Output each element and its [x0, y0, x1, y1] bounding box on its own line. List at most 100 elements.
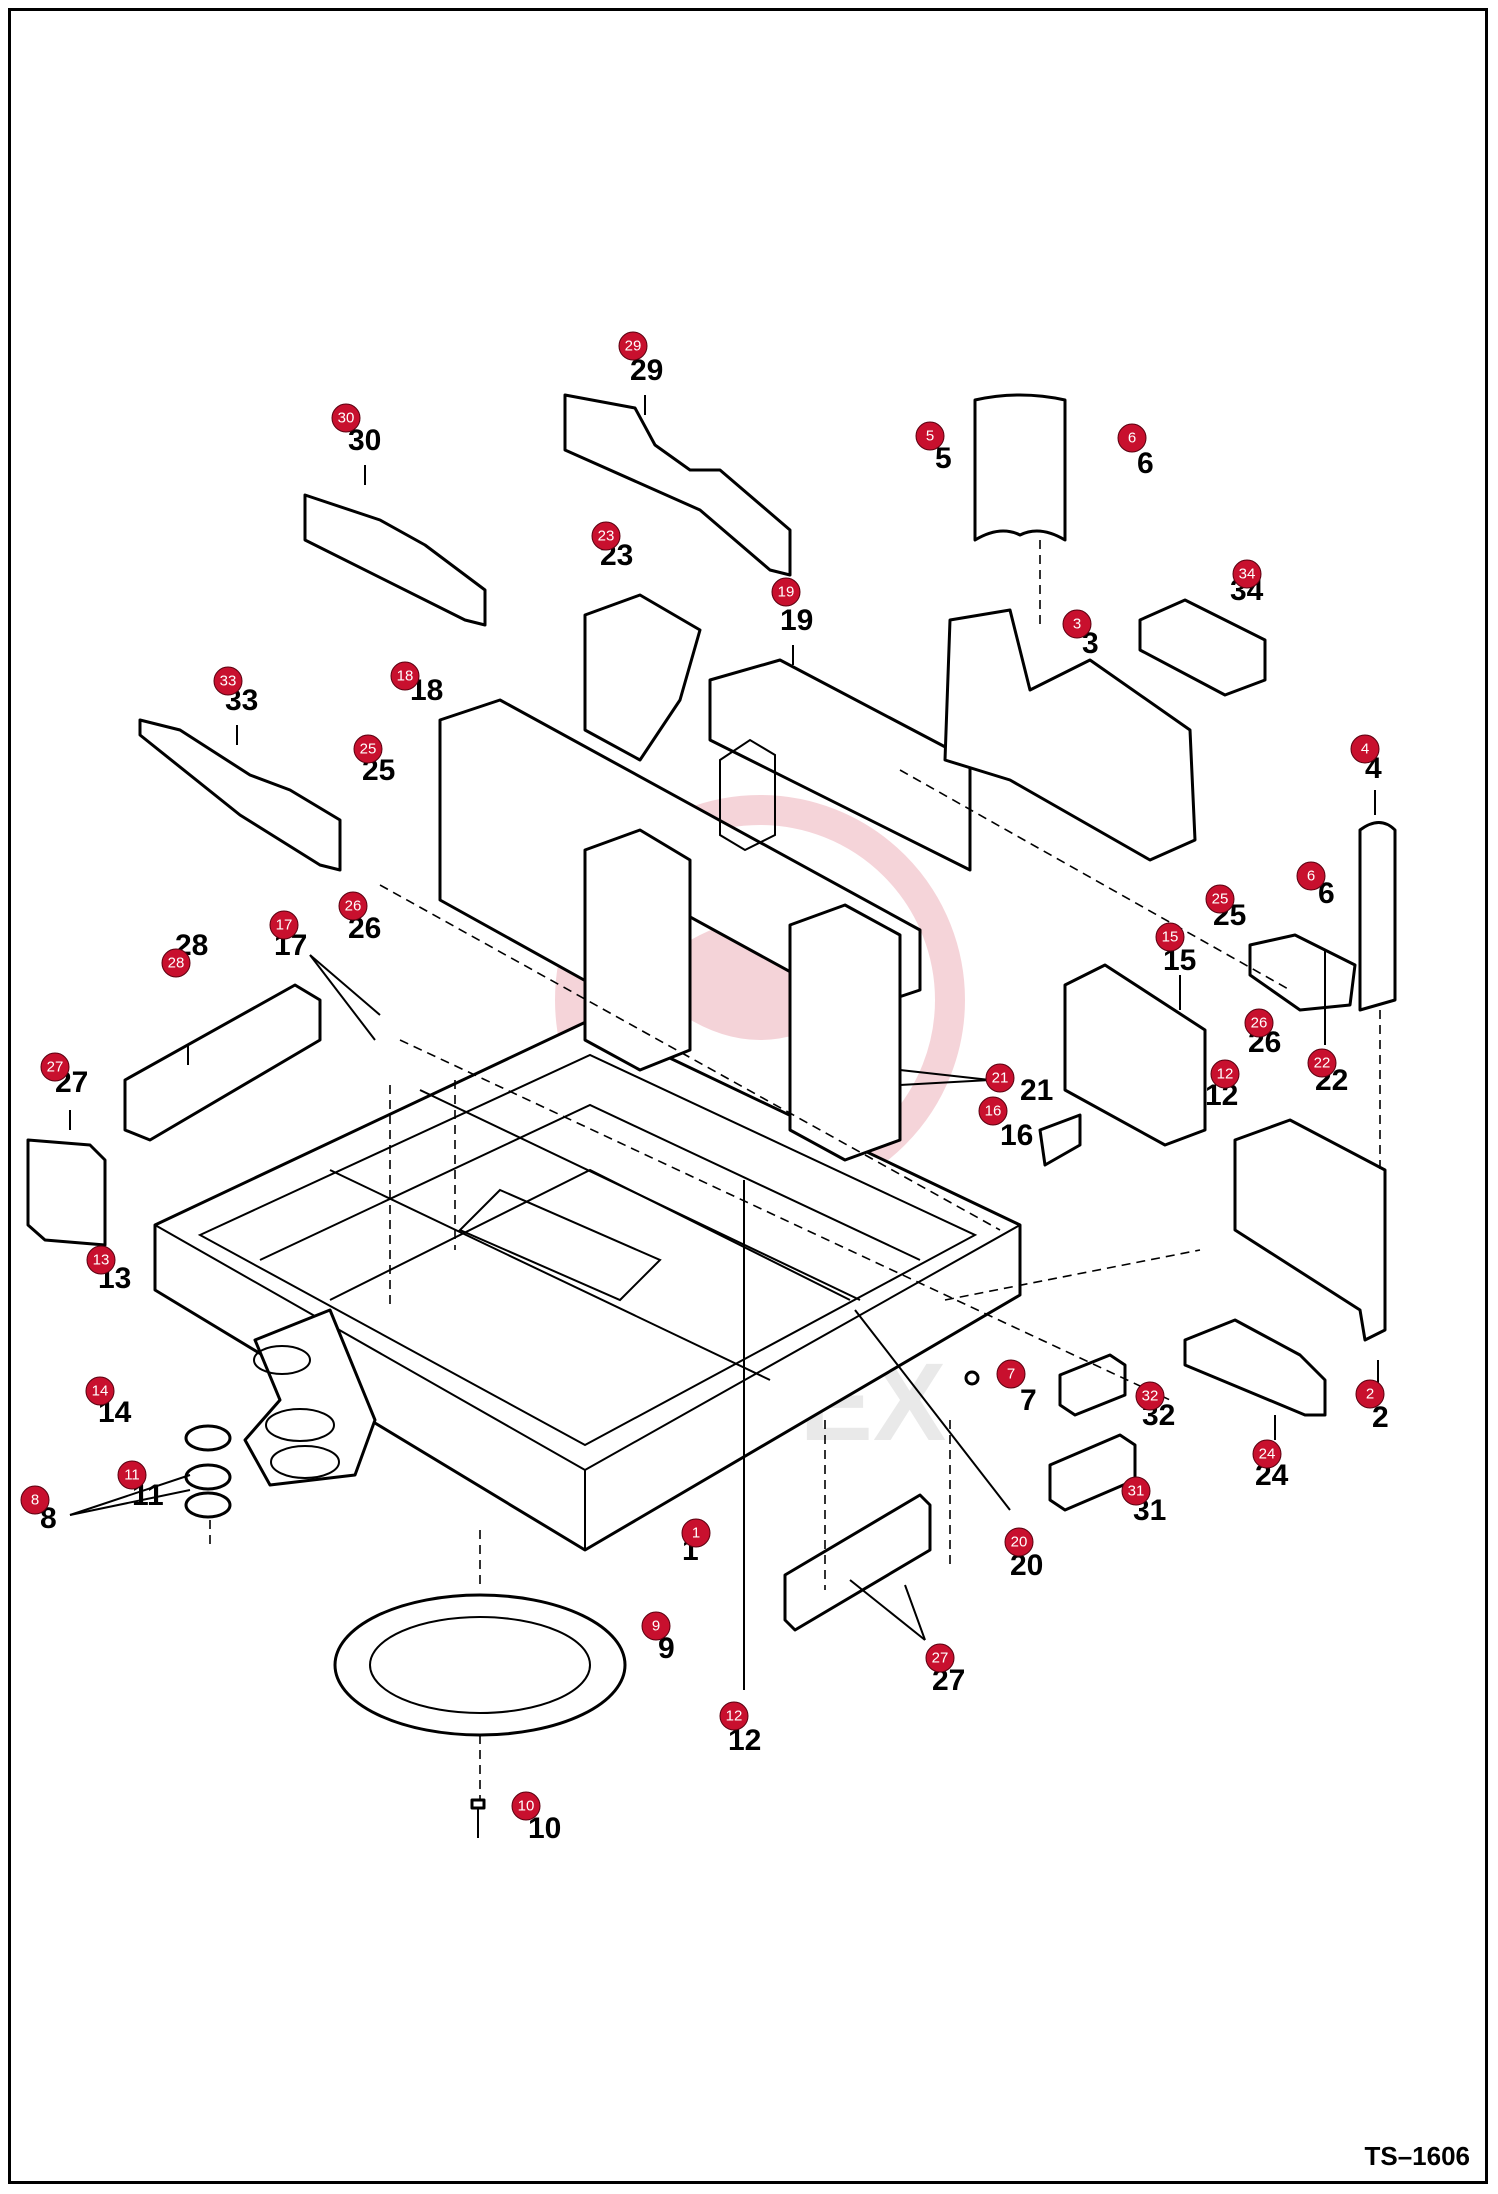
- label-3: 3: [1082, 627, 1099, 660]
- svg-text:34: 34: [1239, 566, 1256, 583]
- part-cushion-27-left: [26, 1138, 107, 1247]
- badge-27-left[interactable]: 27: [40, 1052, 70, 1082]
- badge-29[interactable]: 29: [618, 331, 648, 361]
- badge-15[interactable]: 15: [1155, 922, 1185, 952]
- part-plate-4: [1358, 821, 1397, 1012]
- svg-text:9: 9: [652, 1618, 660, 1635]
- badge-13[interactable]: 13: [86, 1245, 116, 1275]
- svg-text:30: 30: [338, 410, 355, 427]
- svg-text:19: 19: [778, 584, 795, 601]
- badge-12-bottom[interactable]: 12: [719, 1701, 749, 1731]
- part-strip-29: [563, 393, 792, 577]
- callout-badges: 1 2 3 4 5 6 6 7 8 9 10 11 12 12 13 14 15…: [20, 331, 1385, 1821]
- svg-text:18: 18: [397, 668, 414, 685]
- badge-6-right[interactable]: 6: [1296, 861, 1326, 891]
- badge-10[interactable]: 10: [511, 1791, 541, 1821]
- label-5: 5: [935, 442, 952, 475]
- part-panel-19: [708, 658, 972, 872]
- svg-text:7: 7: [1007, 1366, 1015, 1383]
- part-bushings: [184, 1424, 232, 1519]
- part-block-24: [1183, 1318, 1327, 1417]
- svg-text:20: 20: [1011, 1534, 1028, 1551]
- badge-26-left[interactable]: 26: [338, 891, 368, 921]
- badge-11[interactable]: 11: [117, 1460, 147, 1490]
- badge-4[interactable]: 4: [1350, 734, 1380, 764]
- label-2: 2: [1372, 1401, 1389, 1434]
- badge-7[interactable]: 7: [996, 1359, 1026, 1389]
- part-cushion-27-bottom: [783, 1493, 932, 1632]
- badge-33[interactable]: 33: [213, 666, 243, 696]
- part-plate-22: [1248, 933, 1357, 1012]
- badge-28[interactable]: 28: [161, 948, 191, 978]
- label-16: 16: [1000, 1119, 1033, 1152]
- svg-text:13: 13: [93, 1252, 110, 1269]
- svg-text:27: 27: [47, 1059, 64, 1076]
- svg-text:10: 10: [518, 1798, 535, 1815]
- svg-text:31: 31: [1128, 1483, 1145, 1500]
- badge-14[interactable]: 14: [85, 1376, 115, 1406]
- svg-text:4: 4: [1361, 741, 1369, 758]
- badge-31[interactable]: 31: [1121, 1476, 1151, 1506]
- svg-text:15: 15: [1162, 929, 1179, 946]
- badge-5[interactable]: 5: [915, 421, 945, 451]
- svg-text:6: 6: [1307, 868, 1315, 885]
- badge-25-right[interactable]: 25: [1205, 884, 1235, 914]
- badge-30[interactable]: 30: [331, 403, 361, 433]
- drawing-code: TS–1606: [1364, 2141, 1470, 2171]
- badge-16[interactable]: 16: [978, 1096, 1008, 1126]
- part-bolt-10: [470, 1735, 486, 1838]
- badge-1[interactable]: 1: [681, 1518, 711, 1548]
- svg-text:12: 12: [1217, 1066, 1234, 1083]
- badge-17[interactable]: 17: [269, 910, 299, 940]
- svg-text:8: 8: [31, 1492, 39, 1509]
- badge-23[interactable]: 23: [591, 521, 621, 551]
- part-block-34: [1138, 598, 1267, 697]
- badge-8[interactable]: 8: [20, 1485, 50, 1515]
- badge-34[interactable]: 34: [1232, 559, 1262, 589]
- badge-2[interactable]: 2: [1355, 1379, 1385, 1409]
- part-center-console: [438, 698, 922, 1162]
- badge-25-left[interactable]: 25: [353, 734, 383, 764]
- svg-text:12: 12: [726, 1708, 743, 1725]
- svg-text:24: 24: [1259, 1446, 1276, 1463]
- svg-text:16: 16: [985, 1103, 1002, 1120]
- badge-18[interactable]: 18: [390, 661, 420, 691]
- svg-text:25: 25: [1212, 891, 1229, 908]
- badge-9[interactable]: 9: [641, 1611, 671, 1641]
- svg-text:6: 6: [1128, 430, 1136, 447]
- svg-text:27: 27: [932, 1650, 949, 1667]
- badge-6-top[interactable]: 6: [1117, 423, 1147, 453]
- svg-text:3: 3: [1073, 616, 1081, 633]
- part-cover-3: [943, 608, 1197, 862]
- badge-12-right[interactable]: 12: [1210, 1059, 1240, 1089]
- svg-text:23: 23: [598, 528, 615, 545]
- badge-3[interactable]: 3: [1062, 609, 1092, 639]
- svg-text:26: 26: [345, 898, 362, 915]
- label-21: 21: [1020, 1074, 1053, 1107]
- badge-19[interactable]: 19: [771, 577, 801, 607]
- badge-26-right[interactable]: 26: [1244, 1008, 1274, 1038]
- part-swing-bearing: [333, 1593, 627, 1737]
- part-strip-33: [138, 718, 342, 872]
- svg-text:22: 22: [1314, 1055, 1331, 1072]
- leader-lines: [69, 395, 1381, 1690]
- part-block-31: [1048, 1433, 1137, 1512]
- part-hardware-7: [964, 1370, 980, 1386]
- part-bracket-16: [1038, 1113, 1082, 1167]
- badge-32[interactable]: 32: [1135, 1381, 1165, 1411]
- svg-text:33: 33: [220, 673, 237, 690]
- svg-text:32: 32: [1142, 1388, 1159, 1405]
- label-6-right: 6: [1318, 877, 1335, 910]
- label-9: 9: [658, 1632, 675, 1665]
- svg-text:29: 29: [625, 338, 642, 355]
- part-panel-23: [583, 593, 702, 762]
- part-block-32: [1058, 1353, 1127, 1417]
- badge-24[interactable]: 24: [1252, 1439, 1282, 1469]
- part-swing-bracket: [243, 1308, 377, 1487]
- badge-21[interactable]: 21: [985, 1063, 1015, 1093]
- badge-27-bottom[interactable]: 27: [925, 1643, 955, 1673]
- svg-text:5: 5: [926, 428, 934, 445]
- badge-20[interactable]: 20: [1004, 1527, 1034, 1557]
- badge-22[interactable]: 22: [1307, 1048, 1337, 1078]
